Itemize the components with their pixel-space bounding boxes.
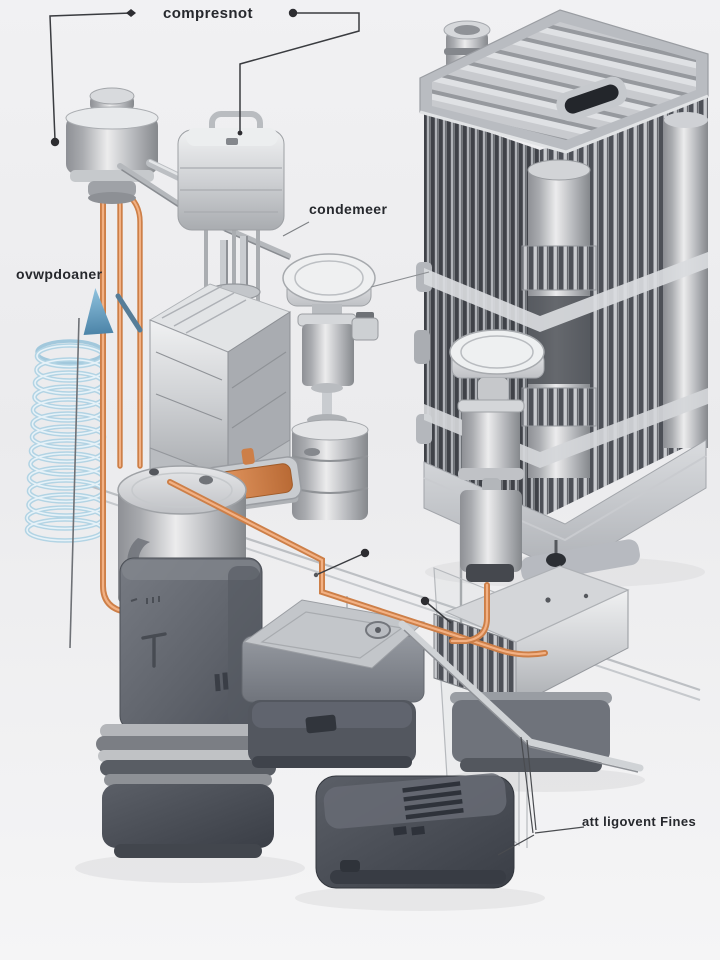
top-box-unit — [177, 111, 285, 326]
support-rail-front — [398, 620, 644, 773]
tower-side-column — [664, 112, 708, 448]
copper-run-lower — [167, 479, 548, 658]
mid-box-lower — [248, 700, 416, 768]
disc-valve-stack — [449, 329, 545, 582]
dome-vessel — [282, 253, 379, 386]
leader-dots — [50, 8, 430, 606]
stacked-base-unit — [96, 724, 280, 858]
bottom-slotted-box — [315, 773, 515, 889]
label-condenser: condemeer — [309, 201, 388, 217]
finned-condenser-tower — [414, 9, 709, 583]
left-tank-unit — [148, 236, 292, 501]
tower-band-upper — [424, 252, 708, 332]
mid-box-unit — [241, 599, 426, 703]
copper-drop-tube — [449, 582, 490, 644]
tower-lid — [419, 9, 709, 154]
compressor-canister — [65, 87, 159, 204]
coil-rod — [69, 317, 80, 649]
dark-tower-unit — [119, 557, 263, 731]
label-refrigerant-lines: att ligovent Fines — [582, 814, 697, 829]
leader-lines — [49, 12, 585, 856]
label-compressor: compresnot — [163, 5, 253, 22]
flow-arrow — [83, 288, 143, 335]
tower-handle — [556, 76, 628, 122]
evaporator-coil — [24, 339, 107, 543]
filter-barrel — [291, 419, 369, 520]
label-evaporator: ovwpdoaner — [16, 266, 103, 282]
